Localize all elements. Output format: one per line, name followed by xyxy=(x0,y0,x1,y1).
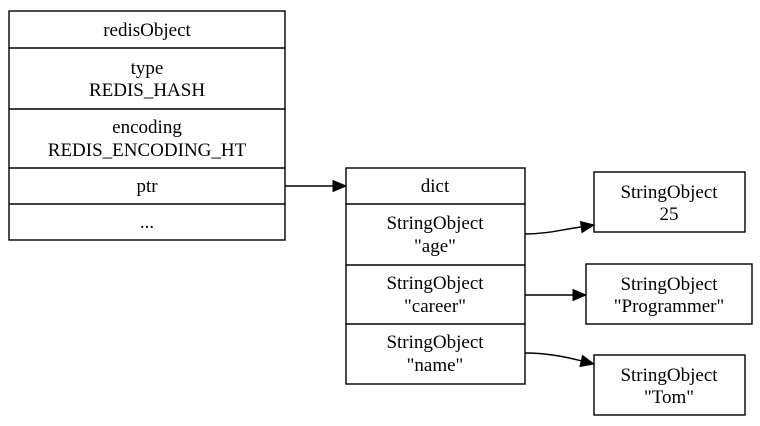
value-kind: StringObject xyxy=(620,365,718,386)
edge-line xyxy=(524,226,582,235)
encoding-label: encoding xyxy=(112,117,182,138)
value-box xyxy=(593,354,746,416)
arrowhead xyxy=(332,179,348,193)
edge-line xyxy=(524,352,583,362)
value-text: "Programmer" xyxy=(614,296,724,317)
value-box xyxy=(585,263,753,325)
value-node-tom: StringObject "Tom" xyxy=(593,354,746,416)
type-value: REDIS_HASH xyxy=(89,80,205,101)
edge-ptr-to-dict xyxy=(285,179,348,193)
redis-object-record: redisObject type REDIS_HASH encoding RED… xyxy=(8,10,286,241)
edge-career-to-programmer xyxy=(525,288,588,302)
value-text: "Tom" xyxy=(644,387,694,408)
value-kind: StringObject xyxy=(620,182,718,203)
dict-entry-name-kind: StringObject xyxy=(386,332,484,353)
dict-record: dict StringObject "age" StringObject "ca… xyxy=(345,167,526,385)
dict-entry-career-key: "career" xyxy=(404,296,466,317)
ptr-label: ptr xyxy=(136,176,158,197)
encoding-value: REDIS_ENCODING_HT xyxy=(48,140,247,161)
value-node-25: StringObject 25 xyxy=(593,171,746,233)
arrowhead xyxy=(572,288,588,302)
edge-name-to-tom xyxy=(524,352,596,368)
arrowhead xyxy=(579,354,596,368)
value-text: 25 xyxy=(660,204,679,225)
ellipsis-label: ... xyxy=(140,212,154,233)
arrowhead xyxy=(579,220,596,234)
value-box xyxy=(593,171,746,233)
dict-entry-age-kind: StringObject xyxy=(386,213,484,234)
value-node-programmer: StringObject "Programmer" xyxy=(585,263,753,325)
redis-object-box xyxy=(8,10,286,241)
dict-title: dict xyxy=(421,176,450,197)
edge-age-to-25 xyxy=(524,220,596,235)
dict-entry-name-key: "name" xyxy=(407,355,464,376)
type-label: type xyxy=(131,58,164,79)
dict-entry-age-key: "age" xyxy=(414,236,456,257)
dict-entry-career-kind: StringObject xyxy=(386,273,484,294)
value-kind: StringObject xyxy=(620,274,718,295)
redis-object-title: redisObject xyxy=(103,20,191,41)
